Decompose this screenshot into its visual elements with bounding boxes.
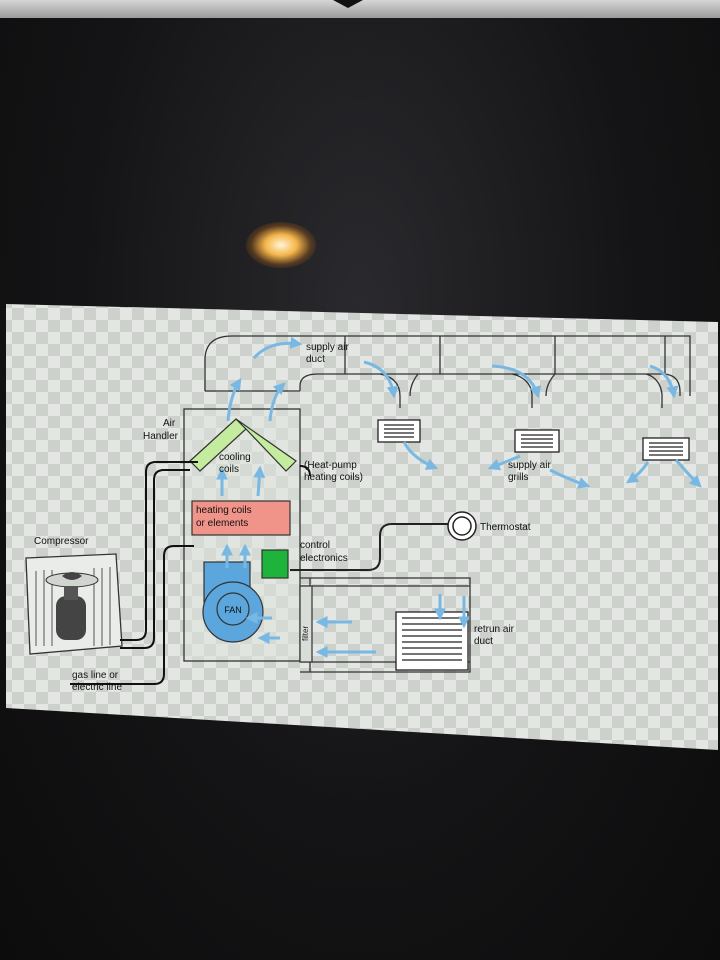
- gas-line: [70, 545, 194, 685]
- cooling-coils-label: cooling coils: [219, 452, 253, 475]
- supply-air-duct-label: supply air duct: [306, 342, 352, 365]
- monitor-bezel: [0, 0, 720, 18]
- heat-pump-coils: [235, 418, 297, 472]
- supply-grill-2: [514, 429, 560, 453]
- supply-grill-1: [377, 419, 421, 443]
- compressor-unit: [25, 553, 123, 655]
- heating-coils-label: heating coils or elements: [196, 505, 254, 529]
- supply-grill-3: [642, 437, 690, 461]
- supply-air-grills-label: supply air grills: [508, 460, 554, 483]
- control-electronics-box: [261, 549, 289, 579]
- control-electronics-label: control electronics: [300, 540, 348, 564]
- return-air-duct-label: retrun air duct: [474, 624, 517, 647]
- thermostat: [447, 511, 477, 541]
- thermostat-label: Thermostat: [480, 522, 531, 533]
- gas-line-label: gas line or electric line: [72, 670, 122, 693]
- heat-pump-coils-label: (Heat-pump heating coils): [304, 460, 363, 483]
- hvac-diagram: filter FAN: [0, 296, 720, 752]
- refrigerant-lines: [120, 461, 311, 649]
- airflow-arrows: [216, 336, 702, 658]
- air-handler-label: Air Handler: [143, 418, 179, 442]
- return-air-grill: [395, 611, 469, 671]
- compressor-label: Compressor: [34, 536, 89, 547]
- filter: filter: [299, 585, 313, 663]
- blower-fan: FAN: [202, 561, 264, 643]
- heating-coils: [191, 500, 291, 536]
- light-glare: [246, 222, 316, 268]
- filter-label: filter: [301, 626, 310, 641]
- bezel-notch: [333, 0, 363, 8]
- supply-air-duct: [204, 335, 691, 408]
- thermostat-wire: [290, 523, 448, 571]
- fan-label: FAN: [224, 605, 242, 615]
